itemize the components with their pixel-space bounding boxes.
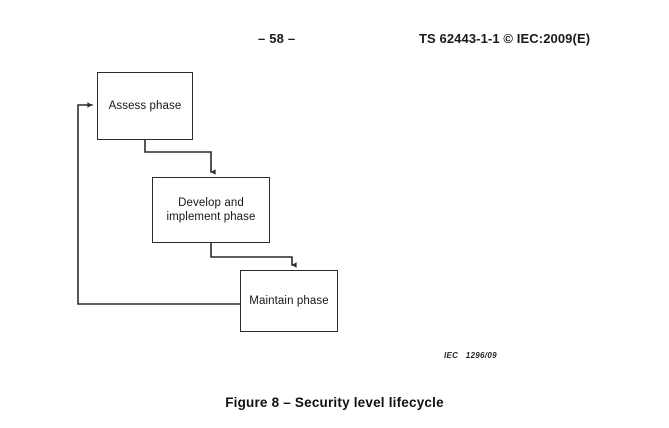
figure-source-reference: IEC 1296/09 bbox=[444, 351, 497, 360]
page-number: – 58 – bbox=[258, 31, 296, 46]
node-develop-and-implement-phase-label: Develop and implement phase bbox=[166, 197, 256, 223]
node-assess-phase[interactable]: Assess phase bbox=[97, 72, 193, 140]
document-reference: TS 62443-1-1 © IEC:2009(E) bbox=[419, 31, 591, 46]
figure-caption: Figure 8 – Security level lifecycle bbox=[225, 395, 444, 410]
connector-assess-to-develop bbox=[144, 139, 216, 175]
node-assess-phase-label: Assess phase bbox=[108, 100, 182, 112]
page-header: – 58 – TS 62443-1-1 © IEC:2009(E) bbox=[0, 31, 669, 49]
connector-maintain-to-assess-feedback bbox=[77, 102, 241, 305]
node-develop-and-implement-phase[interactable]: Develop and implement phase bbox=[152, 177, 270, 243]
connector-develop-to-maintain bbox=[210, 242, 297, 268]
node-maintain-phase[interactable]: Maintain phase bbox=[240, 270, 338, 332]
node-maintain-phase-label: Maintain phase bbox=[249, 295, 329, 307]
